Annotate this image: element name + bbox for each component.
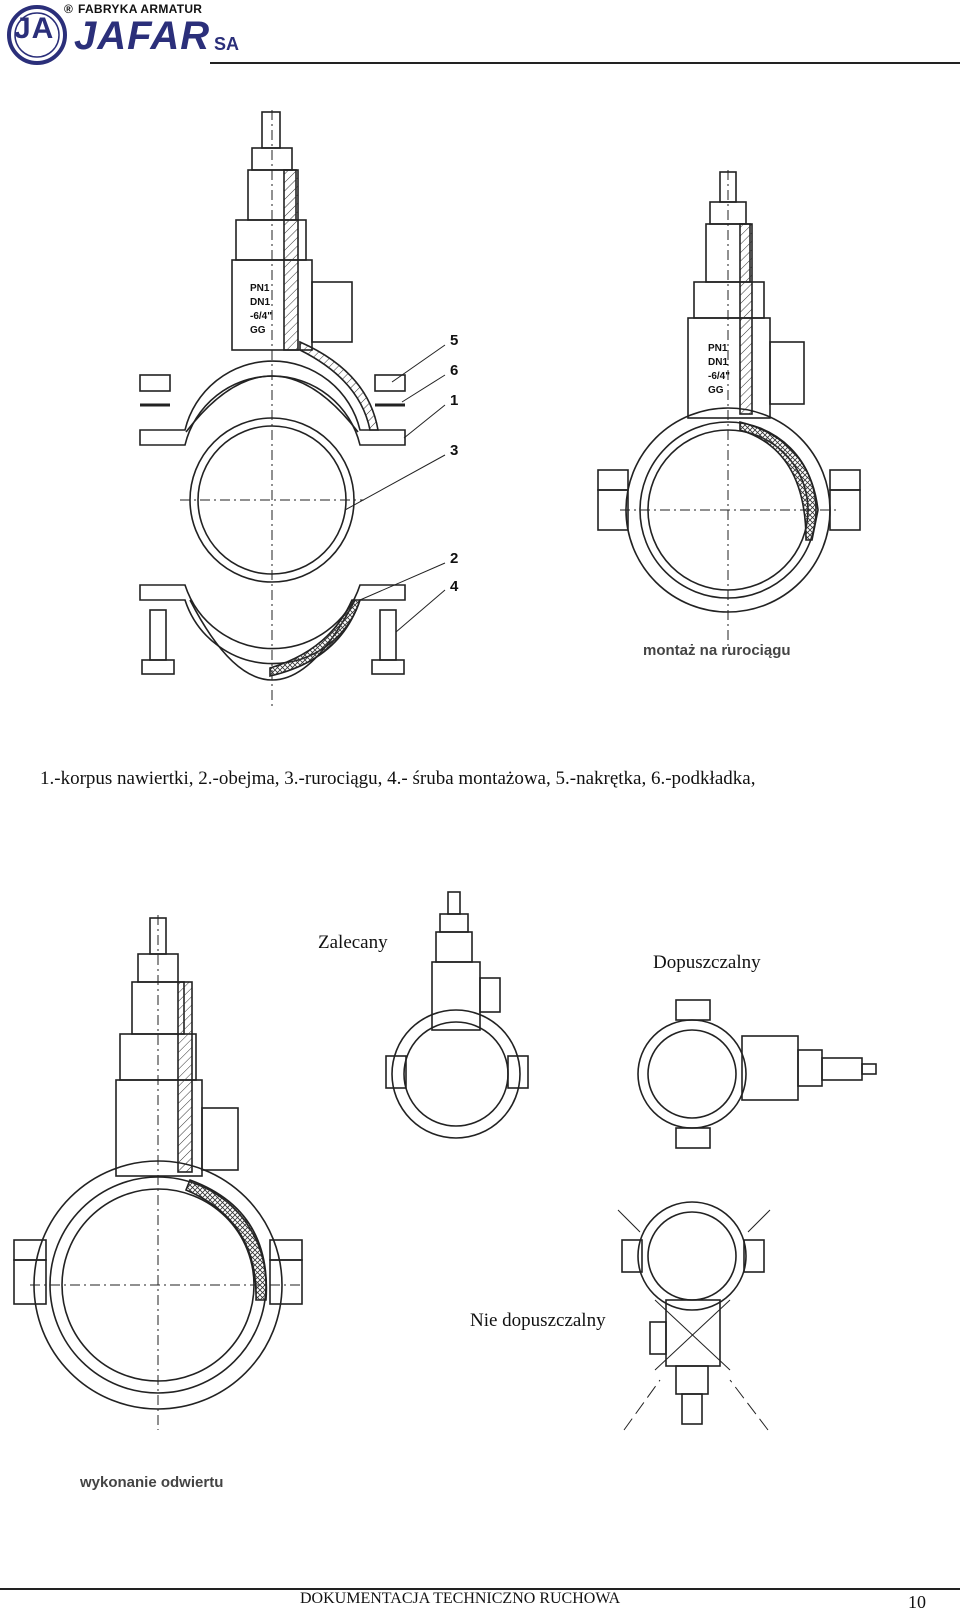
plate-line: GG <box>708 385 724 396</box>
footer-document-title: DOKUMENTACJA TECHNICZNO RUCHOWA <box>300 1590 621 1607</box>
allowed-label: Dopuszczalny <box>653 952 761 973</box>
plate-line: -6/4" <box>708 371 730 382</box>
part-number-6: 6 <box>450 362 459 379</box>
parts-legend: 1.-korpus nawiertki, 2.-obejma, 3.-ruroc… <box>40 768 756 789</box>
part-number-3: 3 <box>450 442 459 459</box>
plate-line: PN1 <box>250 283 270 294</box>
company-line: FABRYKA ARMATUR <box>78 2 203 16</box>
not-allowed-label: Nie dopuszczalny <box>470 1310 606 1331</box>
plate-line: DN1 <box>250 297 271 308</box>
page-number: 10 <box>908 1592 926 1612</box>
logo-monogram: JA <box>14 12 55 45</box>
plate-line: DN1 <box>708 357 729 368</box>
assembly-caption: montaż na rurociągu <box>643 642 791 659</box>
recommended-label: Zalecany <box>318 932 388 953</box>
logo-monogram-icon <box>7 5 67 65</box>
footer-rule <box>0 1588 960 1590</box>
part-number-1: 1 <box>450 392 459 409</box>
plate-line: GG <box>250 325 266 336</box>
exploded-view-drawing <box>139 110 861 710</box>
plate-line: -6/4" <box>250 311 272 322</box>
brand-suffix: SA <box>214 34 240 54</box>
part-number-4: 4 <box>450 578 459 595</box>
registered-mark: ® <box>64 2 74 16</box>
part-number-2: 2 <box>450 550 459 567</box>
plate-line: PN1 <box>708 343 728 354</box>
body-plate-left: PN1 DN1 -6/4" GG <box>250 282 272 338</box>
part-number-5: 5 <box>450 332 459 349</box>
drilling-caption: wykonanie odwiertu <box>80 1474 224 1491</box>
body-plate-right: PN1 DN1 -6/4" GG <box>708 342 730 398</box>
brand-name: JAFAR <box>74 14 211 58</box>
header-rule <box>210 62 960 64</box>
